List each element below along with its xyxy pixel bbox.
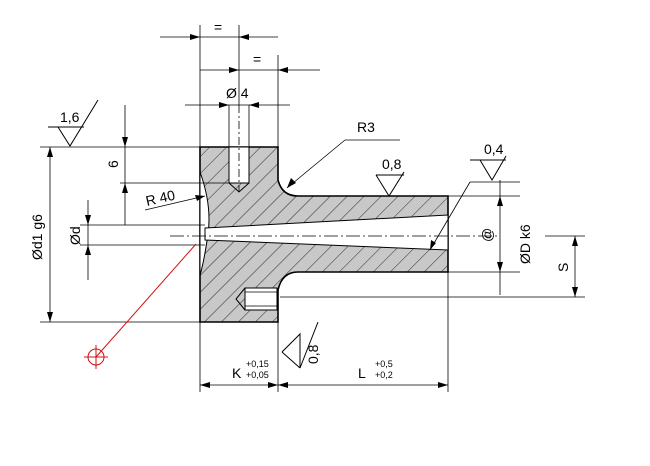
r3-leader	[286, 139, 346, 189]
label-r3: R3	[357, 119, 375, 135]
label-l-tol-lower: +0,2	[375, 370, 393, 380]
label-l: L	[358, 365, 366, 381]
arrows-hole	[219, 102, 259, 108]
label-roughness-left: 1,6	[60, 109, 80, 125]
label-s: S	[555, 263, 571, 272]
label-outer-dia: Ød1 g6	[29, 214, 45, 260]
label-shaft-dia: ØD k6	[517, 224, 533, 264]
roughness-symbol-right	[429, 155, 520, 251]
label-inner-dia: Ød	[67, 226, 83, 245]
label-tolerance-symbol: @	[479, 228, 495, 242]
label-k-tol-lower: +0,05	[246, 370, 269, 380]
side-hole	[244, 287, 278, 311]
label-k-tol-upper: +0,15	[246, 359, 269, 369]
label-equal-second: =	[253, 51, 261, 67]
label-depth-6: 6	[105, 160, 121, 168]
r40-leader	[144, 195, 206, 211]
roughness-symbol-bottom	[281, 321, 319, 369]
label-l-tol-upper: +0,5	[375, 359, 393, 369]
label-roughness-bottom: 0,8	[305, 344, 321, 364]
label-roughness-mid: 0,8	[382, 156, 402, 172]
red-leader-line	[95, 243, 197, 358]
arrows-d	[85, 215, 91, 255]
label-k: K	[232, 365, 242, 381]
label-equal-top: =	[214, 19, 222, 35]
label-tolerance-right: 0,4	[484, 141, 504, 157]
label-r40: R 40	[144, 187, 177, 209]
roughness-symbol-left	[48, 99, 99, 147]
roughness-symbol-mid	[375, 171, 405, 197]
side-hole-tip	[235, 287, 246, 311]
r40-arrow	[195, 195, 205, 201]
label-hole-dia: Ø 4	[226, 85, 249, 101]
r3-arrow	[287, 178, 296, 188]
